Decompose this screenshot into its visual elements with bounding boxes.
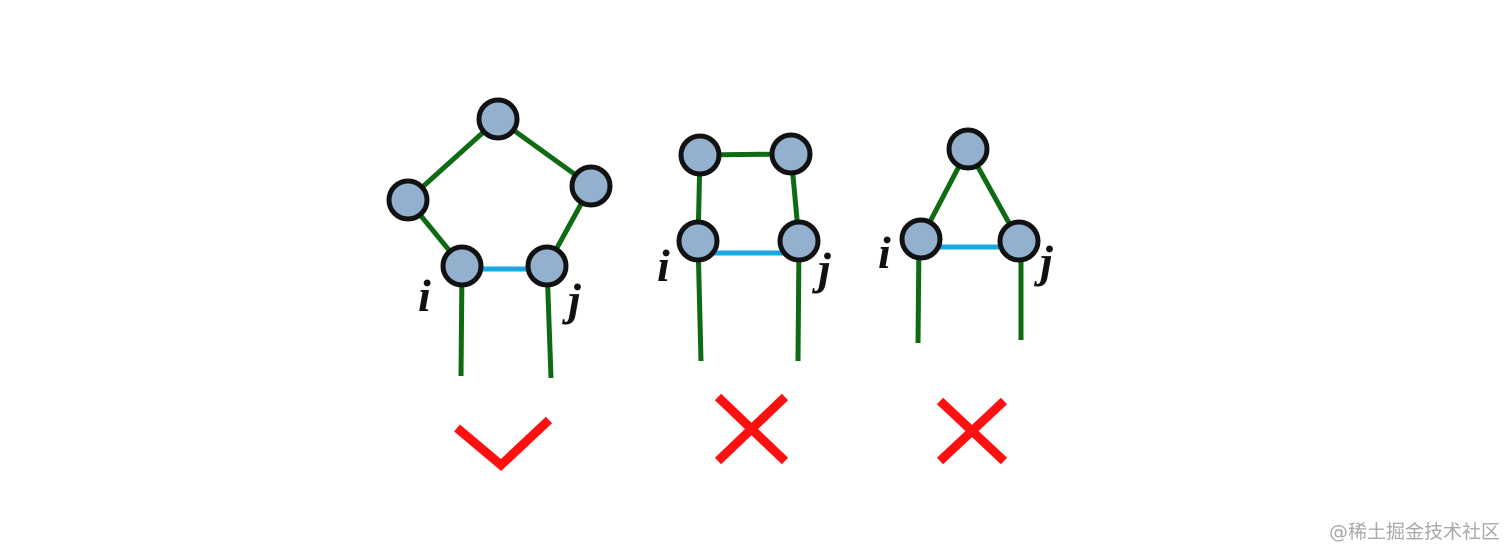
- cross-mark-icon: [714, 393, 789, 465]
- label-i: i: [657, 240, 670, 291]
- triangle-graph: i j: [878, 127, 1053, 344]
- label-i: i: [878, 227, 891, 278]
- label-j: j: [561, 274, 581, 325]
- watermark: @稀土掘金技术社区: [1328, 521, 1500, 543]
- pentagon-graph: i j: [386, 97, 613, 379]
- node-i: [676, 219, 720, 263]
- node-j: [525, 244, 569, 288]
- node-j: [777, 219, 821, 263]
- node: [769, 132, 813, 176]
- node-j: [997, 219, 1041, 263]
- node-i: [899, 217, 943, 261]
- node: [678, 133, 722, 177]
- check-mark-icon: [454, 416, 553, 472]
- node: [386, 178, 430, 222]
- node-i: [440, 244, 484, 288]
- node: [569, 164, 613, 208]
- square-graph: i j: [657, 132, 831, 362]
- label-i: i: [418, 270, 431, 321]
- cross-mark-icon: [936, 397, 1008, 465]
- node: [946, 127, 990, 171]
- node: [476, 97, 520, 141]
